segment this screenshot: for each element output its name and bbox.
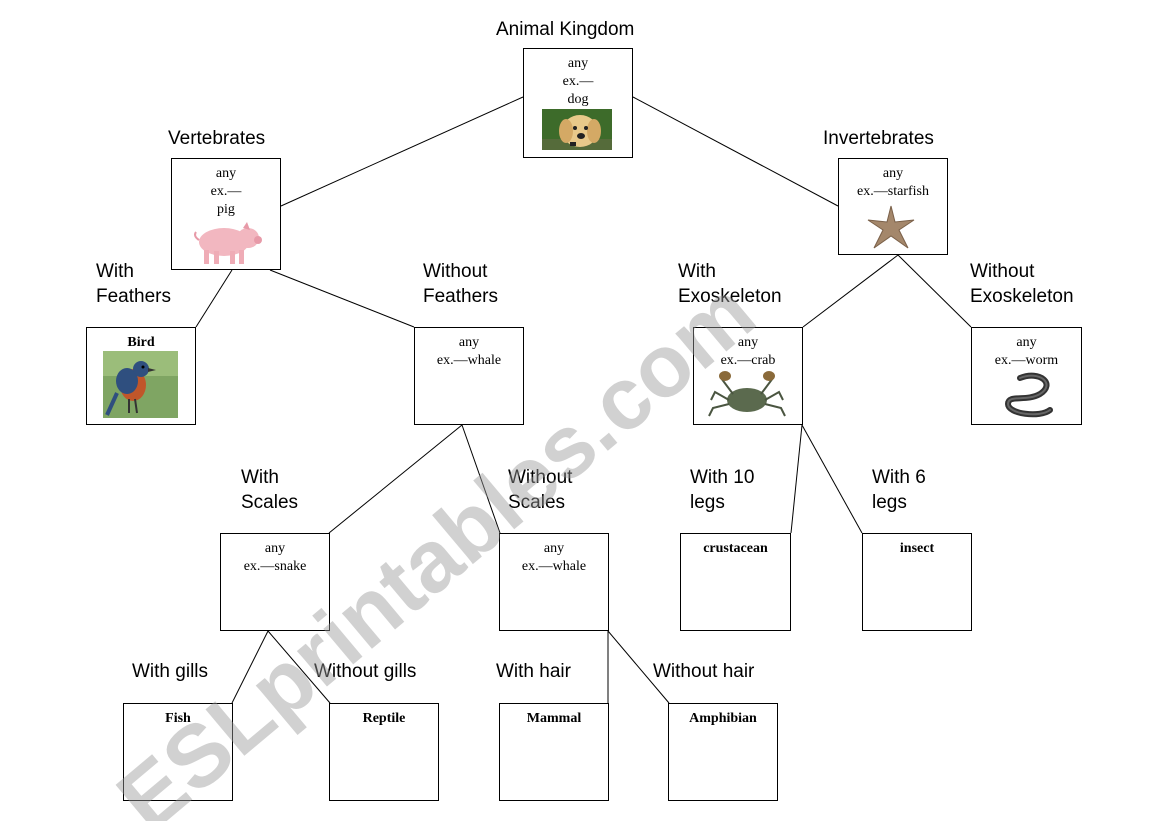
without-exoskeleton-line2: ex.—worm [994,353,1059,368]
without-feathers-title1: Without [423,261,488,282]
mammal-label: Mammal [526,711,582,726]
invertebrates-title: Invertebrates [823,128,934,149]
with-exoskeleton-line1: any [737,335,759,350]
without-exoskeleton-title: Without Exoskeleton [970,259,1074,309]
starfish-image [867,205,915,249]
without-feathers-box: any ex.—whale [414,327,524,425]
with-exoskeleton-title1: With [678,261,716,282]
invertebrates-line1: any [882,166,904,181]
without-scales-line1: any [543,541,565,556]
crab-image [708,371,786,417]
without-feathers-title: Without Feathers [423,259,498,309]
with-exoskeleton-title: With Exoskeleton [678,259,782,309]
with-10-legs-title2: legs [690,492,725,513]
root-box: any ex.— dog [523,48,633,158]
insect-label: insect [899,541,935,556]
fish-box: Fish [123,703,233,801]
without-gills-title: Without gills [314,661,417,682]
with-exoskeleton-title2: Exoskeleton [678,286,782,307]
without-scales-title: Without Scales [508,465,572,515]
with-6-legs-title: With 6 legs [872,465,926,515]
vertebrates-line2: ex.— [210,184,242,199]
fish-label: Fish [165,711,191,726]
vertebrates-line3: pig [217,202,235,217]
with-scales-line1: any [264,541,286,556]
with-10-legs-title: With 10 legs [690,465,754,515]
amphibian-box: Amphibian [668,703,778,801]
without-hair-title: Without hair [653,661,755,682]
without-feathers-line1: any [458,335,480,350]
pig-image [194,222,262,264]
with-exoskeleton-line2: ex.—crab [720,353,776,368]
root-line3: dog [567,92,589,107]
without-exoskeleton-line1: any [1016,335,1037,350]
without-scales-line2: ex.—whale [521,559,587,574]
without-feathers-title2: Feathers [423,286,498,307]
reptile-label: Reptile [362,711,406,726]
with-scales-title: With Scales [241,465,298,515]
with-6-legs-title1: With 6 [872,467,926,488]
worm-image [1004,372,1053,418]
bird-image [103,351,178,418]
vertebrates-title: Vertebrates [168,128,266,149]
reptile-box: Reptile [329,703,439,801]
invertebrates-box: any ex.—starfish [838,158,948,255]
amphibian-label: Amphibian [689,711,757,726]
with-hair-title: With hair [496,661,571,682]
bird-label: Bird [127,335,155,350]
root-line2: ex.— [562,74,594,89]
invertebrates-line2: ex.—starfish [857,184,929,199]
with-gills-title: With gills [132,661,209,682]
with-feathers-title: With Feathers [96,259,171,309]
with-feathers-title1: With [96,261,134,282]
with-10-legs-title1: With 10 [690,467,755,488]
crustacean-box: crustacean [680,533,791,631]
without-feathers-line2: ex.—whale [436,353,502,368]
without-scales-box: any ex.—whale [499,533,609,631]
with-scales-line2: ex.—snake [243,559,307,574]
root-title: Animal Kingdom [496,19,635,40]
with-feathers-title2: Feathers [96,286,171,307]
with-scales-box: any ex.—snake [220,533,330,631]
dog-image [542,109,612,150]
without-scales-title1: Without [508,467,573,488]
with-scales-title2: Scales [241,492,299,513]
vertebrates-line1: any [215,166,237,181]
root-line1: any [567,56,589,71]
without-exoskeleton-title1: Without [970,261,1035,282]
mammal-box: Mammal [499,703,609,801]
without-exoskeleton-title2: Exoskeleton [970,286,1074,307]
insect-box: insect [862,533,972,631]
without-scales-title2: Scales [508,492,566,513]
crustacean-label: crustacean [703,541,768,556]
with-scales-title1: With [241,467,279,488]
with-6-legs-title2: legs [872,492,907,513]
